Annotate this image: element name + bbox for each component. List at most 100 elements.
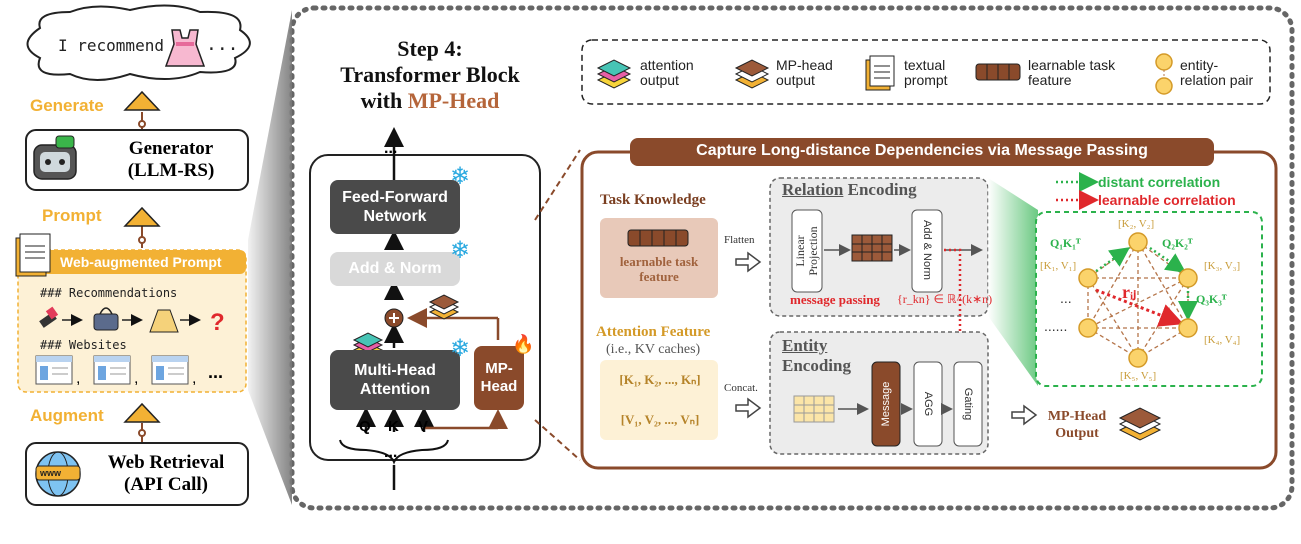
generator-title: Generator (LLM-RS) bbox=[127, 138, 215, 181]
kv-feature-bg bbox=[600, 360, 718, 440]
flatten-label: Flatten bbox=[724, 234, 755, 246]
legend-entity-relation-pair: entity-relation pair bbox=[1180, 57, 1254, 88]
message-passing-formula: {r_kn} ∈ ℝ^(k∗n) bbox=[897, 292, 993, 306]
mp-connector-bottom bbox=[534, 419, 581, 461]
message-passing-label: message passing bbox=[790, 292, 880, 307]
textual-prompt-icon-left bbox=[15, 233, 51, 277]
retrieval-title: Web Retrieval (API Call) bbox=[107, 452, 225, 495]
node-k5v5: [K₅, V₅] bbox=[1120, 370, 1157, 382]
rij-label: rᵢⱼ bbox=[1122, 282, 1137, 302]
mp-head-output-stack-icon bbox=[1118, 407, 1162, 441]
q2k2-label: Q₂K₂ᵀ bbox=[1162, 236, 1193, 250]
legend-textual-prompt: textual prompt bbox=[904, 57, 948, 88]
message-label: Message bbox=[880, 381, 892, 427]
node-k2v2: [K₂, V₂] bbox=[1118, 218, 1155, 230]
prompt-title: Web-augmented Prompt bbox=[60, 254, 222, 270]
robot-icon bbox=[33, 135, 77, 180]
generate-triangle bbox=[123, 90, 161, 111]
concat-arrow bbox=[735, 397, 762, 419]
concat-label: Concat. bbox=[724, 382, 758, 394]
q-label: Q bbox=[359, 418, 371, 435]
prompt-triangle bbox=[123, 206, 161, 227]
v-sequence: [V₁, V₂, ..., Vₙ] bbox=[620, 412, 700, 427]
learnable-task-feature-label: learnable task feature bbox=[619, 254, 699, 284]
mp-head-output-icon bbox=[734, 59, 770, 89]
node-k1v1: [K₁, V₁] bbox=[1040, 260, 1077, 272]
web-sep-1: , bbox=[76, 370, 81, 387]
learnable-correlation-label: learnable correlation bbox=[1098, 192, 1236, 208]
prompt-label: Prompt bbox=[42, 206, 102, 225]
web-sep-3: , bbox=[192, 370, 197, 387]
lipstick-icon bbox=[39, 306, 59, 328]
entity-relation-pair-icon bbox=[1155, 53, 1173, 95]
k-sequence: [K₁, K₂, ..., Kₙ] bbox=[619, 372, 701, 387]
prompt-title-bar bbox=[18, 250, 246, 274]
add-norm-label: Add & Norm bbox=[921, 220, 933, 280]
v-label: V bbox=[418, 418, 429, 435]
mp-connector-top bbox=[534, 149, 581, 221]
bubble-text: I recommend bbox=[58, 36, 164, 55]
web-retrieval-box bbox=[25, 442, 249, 506]
web-sep-2: , bbox=[134, 370, 139, 387]
legend-mp-head-output: MP-head output bbox=[776, 57, 833, 88]
k-label: K bbox=[388, 418, 399, 435]
textual-prompt-icon bbox=[865, 55, 895, 91]
step-title: Step 4: Transformer Block with MP-Head bbox=[340, 36, 520, 113]
recommendations-heading: ### Recommendations bbox=[40, 286, 178, 300]
entity-label: Entity bbox=[782, 336, 828, 355]
bubble-ellipsis: ... bbox=[206, 34, 239, 55]
learnable-task-feature-icon bbox=[975, 63, 1021, 81]
mp-output-label: MP-Head Output bbox=[1047, 409, 1107, 441]
q3k3-label: Q₃K₃ᵀ bbox=[1196, 292, 1227, 306]
q1k1-label: Q₁K₁ᵀ bbox=[1050, 236, 1081, 250]
web-ellipsis: ... bbox=[208, 362, 224, 382]
add-norm-box-tf: Add & Norm bbox=[330, 252, 460, 286]
capture-title: Capture Long-distance Dependencies via M… bbox=[696, 142, 1148, 159]
generate-label: Generate bbox=[30, 96, 104, 115]
skirt-icon bbox=[149, 309, 179, 333]
snowflake-ffn-icon: ❄ bbox=[450, 163, 471, 190]
green-funnel bbox=[988, 178, 1038, 386]
flatten-arrow bbox=[735, 251, 762, 273]
graph-dots-1: ... bbox=[1060, 290, 1072, 306]
fire-icon: 🔥 bbox=[512, 334, 535, 354]
graph-dots-2: ...... bbox=[1044, 318, 1068, 334]
mp-head-box[interactable]: MP-Head bbox=[474, 346, 524, 410]
kv-caches-label: (i.e., KV caches) bbox=[606, 342, 701, 357]
relation-matrix-icon bbox=[851, 234, 893, 262]
capture-title-bar bbox=[630, 138, 1214, 166]
output-arrow bbox=[1011, 404, 1038, 426]
legend-learnable-task-feature: learnable task feature bbox=[1028, 57, 1116, 88]
dress-icon bbox=[164, 29, 206, 67]
graph-box bbox=[1035, 211, 1263, 387]
entity-matrix-icon bbox=[793, 395, 835, 423]
learnable-task-feature-icon-main bbox=[627, 229, 689, 247]
globe-icon bbox=[35, 451, 81, 497]
node-k4v4: [K₄, V₄] bbox=[1204, 334, 1241, 346]
website-icon-3 bbox=[151, 355, 189, 385]
generator-box bbox=[25, 129, 249, 191]
agg-label: AGG bbox=[922, 391, 934, 417]
node-k3v3: [K₃, V₃] bbox=[1204, 260, 1241, 272]
ffn-box: Feed-Forward Network bbox=[330, 180, 460, 234]
input-brace bbox=[339, 439, 449, 465]
gating-box bbox=[953, 361, 983, 447]
rij-arrow bbox=[1095, 288, 1184, 327]
dots-top: ... bbox=[384, 140, 398, 157]
snowflake-mha-icon: ❄ bbox=[450, 335, 471, 362]
augment-label: Augment bbox=[30, 406, 104, 425]
linear-projection-label: Linear Projection bbox=[793, 226, 820, 276]
attention-feature-label: Attention Feature bbox=[596, 324, 711, 340]
linear-projection-box bbox=[791, 209, 823, 293]
websites-heading: ### Websites bbox=[40, 338, 127, 352]
attention-output-icon bbox=[596, 59, 632, 89]
dots-bottom: ... bbox=[384, 444, 398, 461]
website-icon-2 bbox=[93, 355, 131, 385]
gating-label: Gating bbox=[962, 387, 974, 421]
legend-frame bbox=[581, 39, 1271, 105]
mp-output-stack-icon-small bbox=[428, 294, 460, 320]
bag-icon bbox=[93, 307, 119, 331]
message-box bbox=[871, 361, 901, 447]
www-label: www bbox=[40, 468, 62, 478]
gray-funnel bbox=[248, 10, 292, 505]
